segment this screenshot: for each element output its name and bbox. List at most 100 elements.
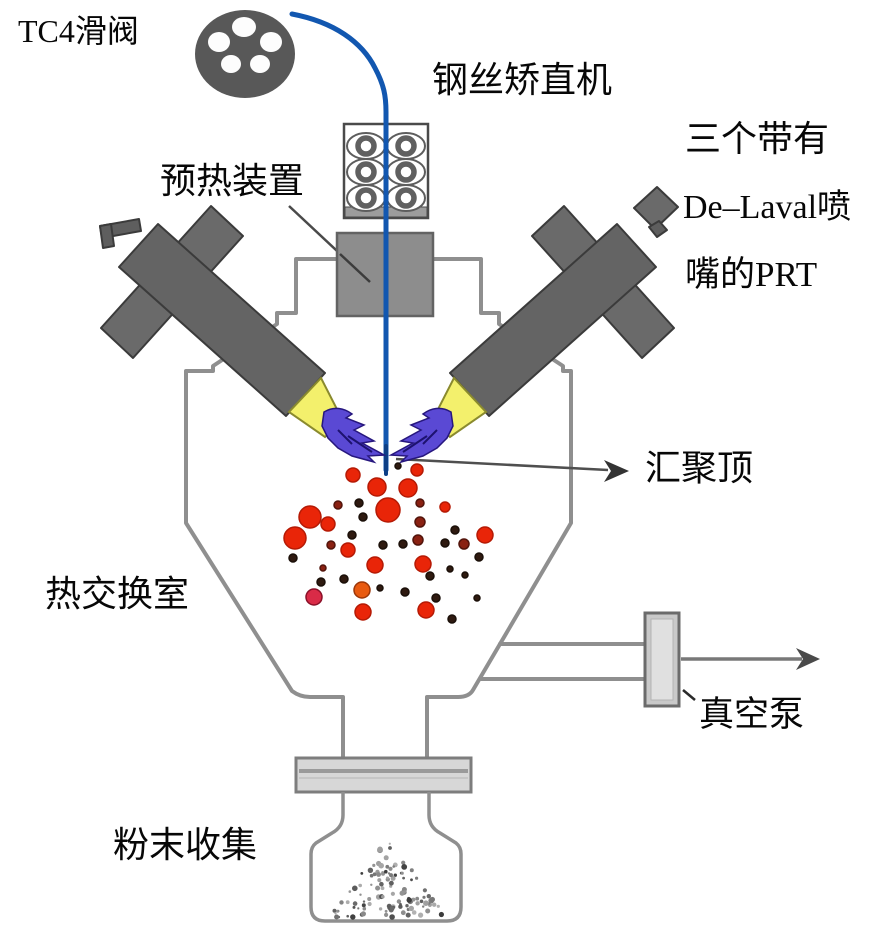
powder-speck <box>377 878 382 883</box>
powder-speck <box>390 891 395 896</box>
molten-droplet <box>376 584 384 592</box>
powder-speck <box>405 904 409 908</box>
powder-speck <box>362 906 367 911</box>
molten-droplet <box>473 594 481 602</box>
powder-speck <box>362 900 366 903</box>
vacuum-pump-leader <box>682 689 696 701</box>
powder-speck <box>367 897 372 901</box>
powder-speck <box>361 903 366 908</box>
powder-speck <box>388 842 391 845</box>
powder-speck <box>384 912 389 918</box>
powder-speck <box>408 905 414 912</box>
powder-speck <box>405 912 411 918</box>
powder-speck <box>377 846 383 853</box>
powder-speck <box>422 905 425 908</box>
powder-speck <box>432 902 437 907</box>
powder-speck <box>360 872 364 875</box>
powder-speck <box>375 885 381 891</box>
molten-droplet <box>320 516 336 532</box>
molten-droplet <box>347 530 357 540</box>
molten-droplet <box>439 501 451 513</box>
powder-pile <box>332 842 444 920</box>
right-plasma-torch <box>449 186 679 417</box>
powder-speck <box>334 914 340 920</box>
label-heat-exchange: 热交换室 <box>45 574 190 614</box>
molten-droplet <box>414 516 426 528</box>
molten-droplet <box>354 603 372 621</box>
label-convergence: 汇聚顶 <box>645 448 754 488</box>
molten-droplet <box>366 556 384 574</box>
powder-speck <box>346 914 350 918</box>
powder-speck <box>422 895 426 899</box>
molten-droplet <box>446 565 454 573</box>
powder-speck <box>390 875 396 881</box>
molten-droplet <box>414 555 432 573</box>
powder-speck <box>378 907 383 911</box>
label-preheater: 预热装置 <box>160 161 305 201</box>
label-wire-straightener: 钢丝矫直机 <box>432 60 613 100</box>
straightener-rollers <box>355 135 417 209</box>
vacuum-exhaust-arrow <box>681 648 820 670</box>
vacuum-pipes <box>479 642 648 681</box>
powder-speck <box>399 890 405 896</box>
powder-speck <box>352 901 358 906</box>
powder-speck <box>339 900 344 905</box>
molten-droplet <box>319 564 327 572</box>
powder-speck <box>438 911 444 918</box>
molten-droplet <box>326 540 336 550</box>
powder-speck <box>423 900 429 906</box>
left-plasma-spray <box>321 407 387 464</box>
powder-speck <box>367 901 372 907</box>
powder-speck <box>376 872 381 877</box>
molten-droplet <box>447 614 457 624</box>
molten-droplet <box>298 505 322 529</box>
molten-droplet <box>333 500 343 510</box>
right-torch-handle <box>633 186 679 230</box>
wire-spool <box>195 10 295 98</box>
powder-speck <box>425 908 431 914</box>
molten-droplet <box>378 540 388 550</box>
molten-droplet <box>450 525 460 535</box>
powder-speck <box>411 910 417 915</box>
powder-speck <box>352 905 356 909</box>
powder-speck <box>392 865 396 868</box>
molten-droplet <box>431 593 441 603</box>
powder-speck <box>400 871 404 875</box>
powder-speck <box>357 907 360 910</box>
powder-speck <box>378 862 385 869</box>
label-tc4-valve: TC4滑阀 <box>18 13 139 49</box>
powder-speck <box>402 876 405 880</box>
powder-speck <box>370 883 373 886</box>
molten-droplet <box>345 467 361 483</box>
left-plasma-torch <box>99 205 326 417</box>
molten-droplet <box>398 478 418 498</box>
powder-speck <box>352 885 358 892</box>
powder-speck <box>436 904 440 908</box>
powder-speck <box>415 901 420 906</box>
molten-droplet <box>339 574 349 584</box>
powder-speck <box>389 880 394 886</box>
powder-speck <box>396 899 402 904</box>
droplet-field <box>283 462 494 624</box>
molten-droplet <box>417 601 435 619</box>
powder-speck <box>406 897 412 903</box>
flange <box>294 756 473 794</box>
powder-speck <box>336 909 339 913</box>
molten-droplet <box>415 498 425 508</box>
right-plasma-spray <box>388 407 454 464</box>
right-torch-handle-stub <box>648 220 668 238</box>
molten-droplet <box>305 588 323 606</box>
powder-speck <box>401 864 408 870</box>
powder-speck <box>334 912 337 915</box>
label-prt-line3: 嘴的PRT <box>685 255 818 294</box>
powder-speck <box>383 855 389 861</box>
powder-speck <box>372 863 376 868</box>
powder-speck <box>386 876 389 880</box>
powder-speck <box>350 914 356 920</box>
molten-droplet <box>398 539 408 549</box>
molten-droplet <box>375 497 401 523</box>
powder-speck <box>393 873 397 877</box>
molten-droplet <box>412 534 424 546</box>
powder-speck <box>389 906 395 911</box>
